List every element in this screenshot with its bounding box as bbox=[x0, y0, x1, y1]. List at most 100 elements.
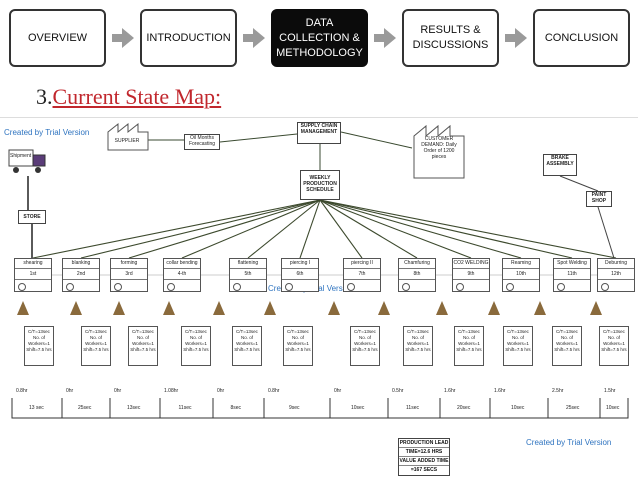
connector-line bbox=[181, 199, 321, 259]
connector-line bbox=[219, 133, 298, 143]
process-operation: 10th bbox=[503, 269, 539, 280]
process-operation: 4-th bbox=[164, 269, 200, 280]
inventory-triangle-icon bbox=[378, 301, 390, 315]
inventory-triangle-icon bbox=[113, 301, 125, 315]
data-box-ct: C/T=13sec bbox=[354, 329, 376, 334]
data-box-workers-label: No. of bbox=[560, 335, 573, 340]
title-text: Current State Map: bbox=[52, 84, 222, 109]
operator-icon bbox=[18, 283, 26, 291]
wait-time-label: 0.8hr bbox=[268, 388, 280, 394]
data-box-workers: Workers=1 bbox=[507, 341, 529, 346]
connector-line bbox=[299, 199, 321, 259]
data-box-ct: C/T=13sec bbox=[287, 329, 309, 334]
data-box-shift: Shift=7.5 hrs bbox=[405, 347, 431, 352]
connector-line bbox=[32, 199, 321, 259]
data-box-ct: C/T=13sec bbox=[236, 329, 258, 334]
wait-time-label: 1.6hr bbox=[444, 388, 456, 394]
nav-introduction-button[interactable]: INTRODUCTION bbox=[140, 9, 237, 67]
inventory-triangle-icon bbox=[163, 301, 175, 315]
data-box-workers: Workers=1 bbox=[603, 341, 625, 346]
process-name: Spot Welding bbox=[554, 259, 590, 269]
inventory-triangle-icon bbox=[534, 301, 546, 315]
operator-icon bbox=[66, 283, 74, 291]
process-name: forming bbox=[111, 259, 147, 269]
data-box-ct: C/T=13sec bbox=[507, 329, 529, 334]
cycle-time-label: 10sec bbox=[606, 405, 620, 411]
connector-line bbox=[319, 199, 418, 259]
data-box-workers: Workers=1 bbox=[28, 341, 50, 346]
data-box-workers: Workers=1 bbox=[132, 341, 154, 346]
connector-line bbox=[559, 175, 599, 192]
wait-time-label: 1.6hr bbox=[494, 388, 506, 394]
data-box-shift: Shift=7.5 hrs bbox=[505, 347, 531, 352]
data-box-workers-label: No. of bbox=[358, 335, 371, 340]
nav-overview-button[interactable]: OVERVIEW bbox=[9, 9, 106, 67]
data-box-ct: C/T=13sec bbox=[28, 329, 50, 334]
watermark: Created by Trial Version bbox=[4, 128, 90, 137]
process-name: CO2 WELDING bbox=[453, 259, 489, 269]
data-box-ct: C/T=13sec bbox=[556, 329, 578, 334]
data-box-ct: C/T=13sec bbox=[85, 329, 107, 334]
data-box-workers: Workers=1 bbox=[287, 341, 309, 346]
process-operation: 6th bbox=[282, 269, 318, 280]
lead-time-line-3: VALUE ADDED TIME bbox=[399, 458, 449, 466]
data-box-ct: C/T=13sec bbox=[407, 329, 429, 334]
wait-time-label: 0hr bbox=[66, 388, 74, 394]
arrow-right-icon bbox=[243, 28, 265, 48]
operator-icon bbox=[347, 283, 355, 291]
process-operation: 9th bbox=[453, 269, 489, 280]
process-operation: 8th bbox=[399, 269, 435, 280]
lead-time-line-1: PRODUCTION LEAD bbox=[399, 440, 449, 448]
data-box-workers: Workers=1 bbox=[185, 341, 207, 346]
title-number: 3. bbox=[36, 84, 53, 109]
page-title: 3.Current State Map: bbox=[36, 84, 221, 110]
process-operation: 7th bbox=[344, 269, 380, 280]
shipment-label: Shipment bbox=[10, 153, 32, 159]
cycle-time-label: 25sec bbox=[78, 405, 92, 411]
data-box-shift: Shift=7.5 hrs bbox=[234, 347, 260, 352]
data-box-workers: Workers=1 bbox=[354, 341, 376, 346]
data-box-workers: Workers=1 bbox=[556, 341, 578, 346]
cycle-time-label: 9sec bbox=[289, 405, 300, 411]
inventory-triangle-icon bbox=[264, 301, 276, 315]
data-box-ct: C/T=13sec bbox=[132, 329, 154, 334]
connector-line bbox=[247, 199, 321, 259]
nav-results-button[interactable]: RESULTS & DISCUSSIONS bbox=[402, 9, 499, 67]
process-name: shearing bbox=[15, 259, 51, 269]
data-box-shift: Shift=7.5 hrs bbox=[456, 347, 482, 352]
data-box-shift: Shift=7.5 hrs bbox=[183, 347, 209, 352]
watermark: Created by Trial Version bbox=[526, 438, 612, 447]
data-box-workers-label: No. of bbox=[136, 335, 149, 340]
process-name: collar bending bbox=[164, 259, 200, 269]
cycle-time-label: 10sec bbox=[511, 405, 525, 411]
operator-icon bbox=[557, 283, 565, 291]
connector-line bbox=[597, 206, 615, 259]
lead-time-box: PRODUCTION LEAD TIME=12.6 HRS VALUE ADDE… bbox=[398, 438, 450, 476]
inventory-triangle-icon bbox=[436, 301, 448, 315]
data-box-shift: Shift=7.5 hrs bbox=[130, 347, 156, 352]
store-box: STORE bbox=[18, 210, 46, 224]
data-box-shift: Shift=7.5 hrs bbox=[26, 347, 52, 352]
data-box-ct: C/T=13sec bbox=[185, 329, 207, 334]
data-box-workers-label: No. of bbox=[89, 335, 102, 340]
operator-icon bbox=[402, 283, 410, 291]
nav-conclusion-button[interactable]: CONCLUSION bbox=[533, 9, 630, 67]
customer-demand-label: CUSTOMER DEMAND: Daily Order of 1200 pie… bbox=[421, 136, 457, 160]
inventory-triangle-icon bbox=[17, 301, 29, 315]
paint-shop-box: PAINT SHOP bbox=[586, 191, 612, 207]
cycle-time-label: 10sec bbox=[351, 405, 365, 411]
wait-time-label: 1.08hr bbox=[164, 388, 179, 394]
data-box-workers-label: No. of bbox=[411, 335, 424, 340]
connector-line bbox=[340, 131, 413, 149]
nav-data-collection-button[interactable]: DATA COLLECTION & METHODOLOGY bbox=[271, 9, 368, 67]
